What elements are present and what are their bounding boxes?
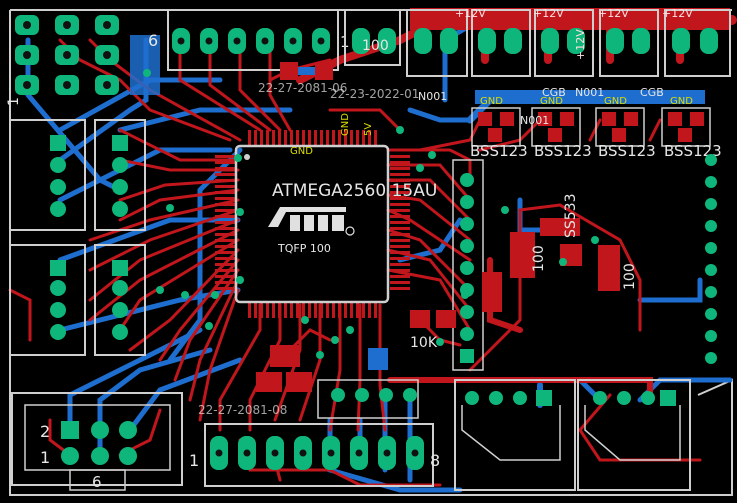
rail-label-12v-4: +12V [662, 7, 693, 20]
diode-cap-label-1: 100 [531, 245, 547, 272]
jst-connector-left-1[interactable] [9, 119, 146, 231]
right-header-inner[interactable] [452, 159, 484, 371]
bottom-8pin-header[interactable]: 1 8 [189, 423, 440, 487]
fan-connector-3[interactable] [534, 9, 594, 77]
mosfet-q3-gnd: GND [604, 96, 627, 107]
mcu-5v-label: 5V [363, 123, 374, 136]
jst-connector-bottom-1[interactable] [454, 379, 576, 491]
mosfet-q1[interactable]: GND BSS123 [470, 96, 528, 160]
misc-label-n001-2: N001 [418, 90, 447, 103]
isp-row2-label: 1 [40, 448, 50, 467]
bottom-header-pin-one: 1 [189, 451, 199, 470]
isp-row1-label: 2 [40, 422, 50, 441]
misc-label-cgb-1: CGB [542, 86, 566, 99]
resistor-10k[interactable]: 10K [410, 310, 456, 351]
mosfet-q2[interactable]: GND BSS123 [531, 96, 592, 160]
mosfet-q2-gnd: GND [540, 96, 563, 107]
mosfet-q1-part: BSS123 [470, 142, 528, 160]
misc-label-n001-3: N001 [520, 114, 549, 127]
diode-part-label: SS533 [563, 194, 579, 239]
date-code-c: 22-27-2081-08 [198, 403, 287, 417]
jst-connector-bottom-2[interactable] [577, 379, 691, 491]
fan-connector-5[interactable] [664, 9, 731, 77]
isp-header[interactable]: 2 1 6 [11, 392, 183, 491]
vias [143, 69, 599, 359]
left-stack-pin-one: 1 [6, 97, 22, 106]
mcu-package-label: TQFP 100 [277, 242, 331, 255]
bottom-smd-cluster[interactable]: 22-27-2081-08 [198, 345, 388, 417]
fan-connector-2[interactable] [471, 9, 531, 77]
rail-label-12v-1: +12V [455, 7, 486, 20]
gnd-pour-bottom [475, 90, 705, 104]
mosfet-q3-part: BSS123 [598, 142, 656, 160]
mcu-gnd-label: GND [290, 146, 313, 157]
fan-connector-4[interactable] [599, 9, 659, 77]
resistor-value: 10K [410, 335, 438, 351]
schottky-diode[interactable]: SS533 100 100 [510, 194, 638, 292]
rail-label-12v-2: +12V [533, 7, 564, 20]
resistor-vertical[interactable] [482, 272, 502, 312]
power-cap-label: 100 [362, 38, 389, 54]
top-header-pin-count: 6 [148, 31, 158, 50]
rail-label-12v-3: +12V [598, 7, 629, 20]
smd-regulator[interactable]: 22-27-2081-06 [258, 62, 347, 95]
mcu-atmega2560[interactable]: ATMEGA2560 15AU TQFP 100 GND GND 5V [215, 113, 437, 318]
pin-header-left-top[interactable]: 6 1 [6, 15, 160, 106]
power-input-connector[interactable]: 100 [344, 9, 401, 66]
right-header-outer[interactable] [705, 154, 717, 364]
power-pour-top [410, 8, 730, 30]
middle-4pin-header[interactable] [317, 379, 419, 419]
diode-cap-label-2: 100 [622, 263, 638, 290]
rail-label-12v-vertical: +12V [574, 29, 587, 60]
mcu-part-label: ATMEGA2560 15AU [272, 181, 437, 201]
jst-connector-left-2[interactable] [9, 244, 146, 356]
date-code-b: 22-23-2022-01 [330, 87, 419, 101]
mosfet-q1-gnd: GND [480, 96, 503, 107]
atmel-logo [268, 207, 355, 236]
mcu-gnd-label-vertical: GND [340, 113, 351, 136]
misc-label-cgb-2: CGB [640, 86, 664, 99]
bottom-header-pin-eight: 8 [430, 451, 440, 470]
mosfet-q2-part: BSS123 [534, 142, 592, 160]
mosfet-q3[interactable]: GND BSS123 [595, 96, 656, 160]
fan-connector-1[interactable] [406, 9, 468, 77]
isp-bottom-label: 6 [92, 473, 102, 491]
mosfet-q4-gnd: GND [670, 96, 693, 107]
date-code-a: 22-27-2081-06 [258, 81, 347, 95]
misc-label-n001-1: N001 [575, 86, 604, 99]
mosfet-q4[interactable]: GND BSS123 [661, 96, 722, 160]
